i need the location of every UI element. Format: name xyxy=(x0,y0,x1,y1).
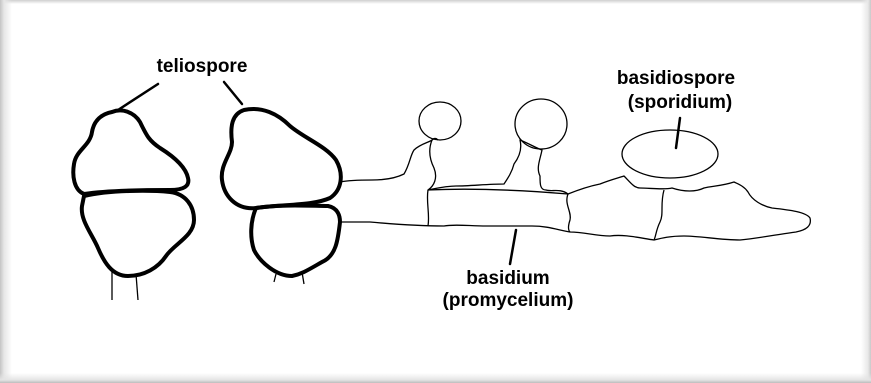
left-teliospore-lower-cell xyxy=(82,191,194,276)
basidiospore-1 xyxy=(419,102,461,140)
left-teliospore-upper-cell xyxy=(73,110,188,194)
basidium-outline xyxy=(340,140,810,240)
teliospore-pointer-right xyxy=(224,82,242,104)
basidiospore-2 xyxy=(515,99,567,149)
basidium-label: basidium xyxy=(466,268,549,289)
pointer-lines xyxy=(118,82,680,264)
sporidium-label: (sporidium) xyxy=(628,92,733,113)
promycelium-label: (promycelium) xyxy=(443,290,574,311)
teliospore-label: teliospore xyxy=(157,56,248,77)
basidium-pointer xyxy=(510,230,516,264)
basidiospore-label: basidiospore xyxy=(617,68,735,89)
right-teliospore-upper-cell xyxy=(222,109,341,208)
septum-1 xyxy=(427,190,428,226)
basidium xyxy=(340,99,810,240)
teliospore-pointer-left xyxy=(118,84,158,110)
basidiospore-3 xyxy=(622,130,718,178)
right-teliospore xyxy=(222,109,341,276)
basidiospore-pointer xyxy=(676,118,680,148)
left-teliospore xyxy=(73,110,194,276)
septum-3 xyxy=(654,190,664,240)
right-teliospore-lower-cell xyxy=(251,206,340,277)
septum-2 xyxy=(567,194,570,232)
